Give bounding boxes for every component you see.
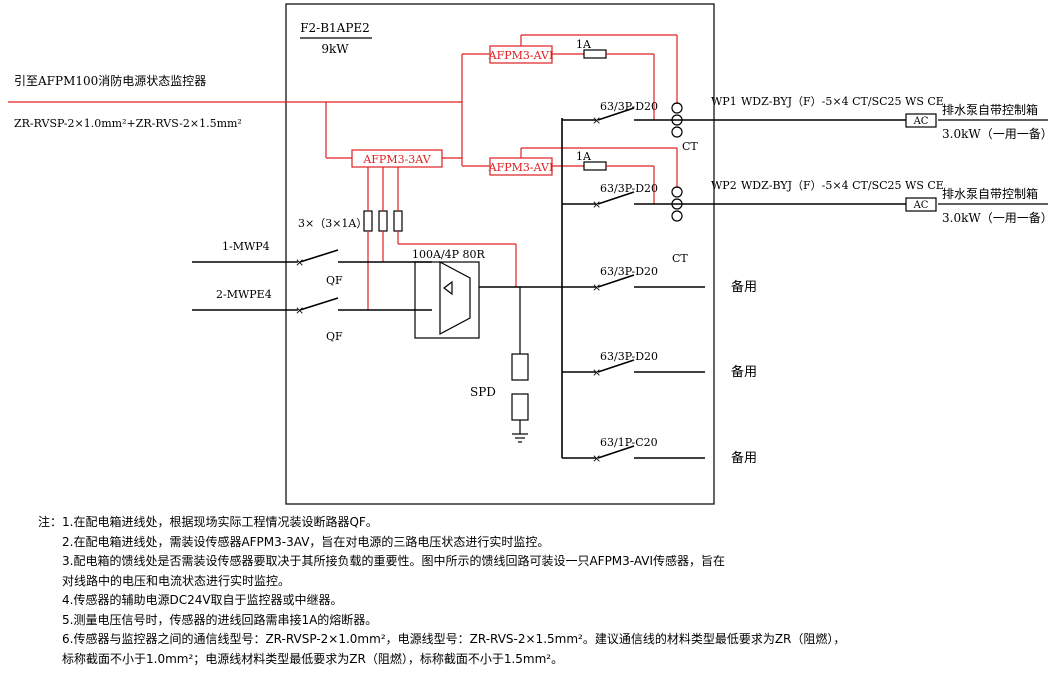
ats-arrow: [443, 280, 453, 296]
incomer1-x: ×: [295, 256, 304, 269]
feeder2-breaker: 63/3P-D20: [600, 182, 658, 195]
feeder1-x: ×: [592, 114, 601, 127]
monitor-link-label: 引至AFPM100消防电源状态监控器: [14, 73, 206, 88]
note-text: 5.测量电压信号时，传感器的进线回路需串接1A的熔断器。: [62, 612, 378, 627]
feeder2-cable: WDZ-BYJ（F）-5×4 CT/SC25 WS CE: [741, 179, 944, 192]
note-line-3: 3.配电箱的馈线处是否需装设传感器要取决于其所接负载的重要性。图中所示的馈线回路…: [38, 552, 1038, 572]
fuse-avi1-label: 1A: [576, 38, 592, 51]
feeder2-switch: [597, 191, 635, 205]
note-line-6: 5.测量电压信号时，传感器的进线回路需串接1A的熔断器。: [38, 611, 1038, 631]
feeder1-power: 3.0kW（一用一备）: [942, 127, 1050, 141]
notes-prefix: 注：: [38, 515, 63, 529]
ats-label: 100A/4P 80R: [412, 248, 486, 261]
fuse-avi1: [583, 49, 607, 59]
feeder3-x: ×: [592, 281, 601, 294]
feeder2-ac-box: [905, 197, 937, 212]
note-text: 标称截面不小于1.0mm²；电源线材料类型最低要求为ZR（阻燃），标称截面不小于…: [62, 651, 564, 666]
fuse-l3: [393, 210, 403, 232]
feeder1-load: 排水泵自带控制箱: [942, 102, 1038, 117]
feeder5-spare: 备用: [731, 450, 757, 466]
note-line-7: 6.传感器与监控器之间的通信线型号：ZR-RVSP-2×1.0mm²，电源线型号…: [38, 630, 1038, 650]
incomer2-breaker: QF: [326, 330, 343, 343]
note-line-4: 对线路中的电压和电流状态进行实时监控。: [38, 572, 1038, 592]
wiring-diagram: F2-B1APE2 9kW 引至AFPM100消防电源状态监控器 ZR-RVSP…: [8, 3, 1050, 505]
feeder5-switch: [597, 445, 635, 459]
feeder4-breaker: 63/3P-D20: [600, 350, 658, 363]
incomer1-label: 1-MWP4: [222, 240, 270, 253]
feeder1-switch: [597, 107, 635, 121]
spd-bottom: [511, 393, 529, 421]
feeder1-code: WP1: [711, 95, 737, 108]
ct2-label: CT: [672, 252, 688, 265]
notes-block: 注：1.在配电箱进线处，根据现场实际工程情况装设断路器QF。 2.在配电箱进线处…: [38, 513, 1038, 669]
note-line-1: 注：1.在配电箱进线处，根据现场实际工程情况装设断路器QF。: [38, 513, 1038, 533]
spd-top: [511, 353, 529, 381]
ats-outer-box: [414, 261, 480, 339]
incomer1-switch: [299, 249, 339, 263]
fuse-l2: [378, 210, 388, 232]
feeder2-code: WP2: [711, 179, 737, 192]
sensor-3av-label: AFPM3-3AV: [362, 153, 431, 166]
ct1-label: CT: [682, 140, 698, 153]
note-text: 对线路中的电压和电流状态进行实时监控。: [62, 573, 291, 588]
feeder4-spare: 备用: [731, 364, 757, 380]
incomer2-switch: [299, 297, 339, 311]
ct2-coil-c: [671, 210, 683, 222]
feeder3-spare: 备用: [731, 279, 757, 295]
ct2-coil-b: [671, 198, 683, 210]
incomer1-breaker: QF: [326, 274, 343, 287]
feeder5-breaker: 63/1P-C20: [600, 436, 658, 449]
fuse-avi2: [583, 161, 607, 171]
incomer2-label: 2-MWPE4: [216, 288, 272, 301]
note-line-8: 标称截面不小于1.0mm²；电源线材料类型最低要求为ZR（阻燃），标称截面不小于…: [38, 650, 1038, 670]
fuse-avi2-label: 1A: [576, 150, 592, 163]
note-text: 1.在配电箱进线处，根据现场实际工程情况装设断路器QF。: [62, 515, 378, 529]
feeder5-x: ×: [592, 452, 601, 465]
note-text: 3.配电箱的馈线处是否需装设传感器要取决于其所接负载的重要性。图中所示的馈线回路…: [62, 554, 726, 568]
box-power: 9kW: [321, 42, 349, 56]
incomer2-x: ×: [295, 304, 304, 317]
ct1-coil-b: [671, 114, 683, 126]
feeder2-x: ×: [592, 198, 601, 211]
ct1-coil-c: [671, 126, 683, 138]
feeder4-switch: [597, 359, 635, 373]
feeder3-switch: [597, 274, 635, 288]
note-text: 4.传感器的辅助电源DC24V取自于监控器或中继器。: [62, 593, 343, 607]
spd-label: SPD: [470, 385, 496, 399]
feeder2-ac: AC: [913, 200, 929, 211]
ats-symbol: [439, 261, 471, 335]
feeder1-ac-box: [905, 113, 937, 128]
box-name: F2-B1APE2: [300, 21, 370, 35]
note-text: 2.在配电箱进线处，需装设传感器AFPM3-3AV，旨在对电源的三路电压状态进行…: [62, 534, 550, 549]
note-line-5: 4.传感器的辅助电源DC24V取自于监控器或中继器。: [38, 591, 1038, 611]
feeder1-breaker: 63/3P-D20: [600, 100, 658, 113]
feeder1-ac: AC: [913, 116, 929, 127]
comm-cable-label: ZR-RVSP-2×1.0mm²+ZR-RVS-2×1.5mm²: [14, 117, 242, 130]
feeder2-load: 排水泵自带控制箱: [942, 186, 1038, 201]
sensor-avi2-label: AFPM3-AVI: [488, 161, 554, 174]
note-text: 6.传感器与监控器之间的通信线型号：ZR-RVSP-2×1.0mm²，电源线型号…: [62, 632, 846, 646]
feeder3-breaker: 63/3P-D20: [600, 265, 658, 278]
fuse-group-label: 3×（3×1A）: [298, 217, 367, 230]
ct2-coil-a: [671, 186, 683, 198]
distribution-box-outline: [285, 3, 715, 505]
feeder4-x: ×: [592, 366, 601, 379]
ct1-coil-a: [671, 102, 683, 114]
feeder2-power: 3.0kW（一用一备）: [942, 211, 1050, 225]
note-line-2: 2.在配电箱进线处，需装设传感器AFPM3-3AV，旨在对电源的三路电压状态进行…: [38, 533, 1038, 553]
feeder1-cable: WDZ-BYJ（F）-5×4 CT/SC25 WS CE: [741, 95, 944, 108]
sensor-avi1-label: AFPM3-AVI: [488, 49, 554, 62]
